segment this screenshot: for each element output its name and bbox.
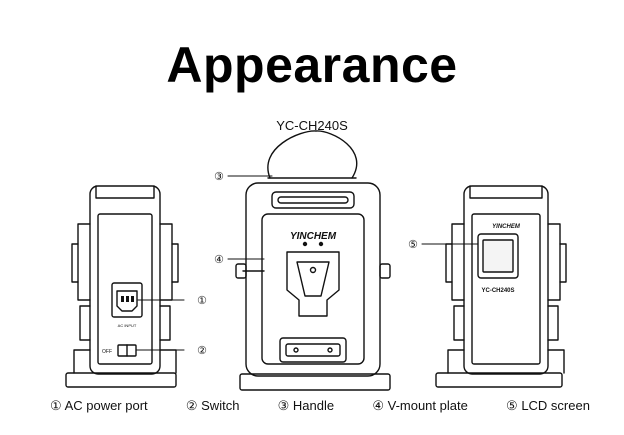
- page-title: Appearance: [166, 37, 458, 93]
- callout-lines: [135, 175, 479, 351]
- callout-3: ③: [214, 170, 224, 183]
- legend-item-ac-port: ① AC power port: [50, 398, 148, 413]
- callout-5: ⑤: [408, 238, 418, 251]
- callout-2: ②: [197, 344, 207, 357]
- legend-item-switch: ② Switch: [185, 398, 240, 413]
- screen-model-label: YC-CH240S: [481, 288, 514, 294]
- model-name: YC-CH240S: [276, 118, 348, 133]
- legend-item-lcd: ⑤ LCD screen: [506, 398, 590, 413]
- side-brand-label: YINCHEM: [492, 224, 521, 230]
- callout-1: ①: [197, 294, 207, 307]
- legend-item-v-mount: ④ V-mount plate: [372, 398, 468, 413]
- port-label: AC INPUT: [118, 323, 137, 328]
- legend-item-handle: ③ Handle: [277, 398, 335, 413]
- right-device-view: [435, 185, 567, 388]
- legend: ① AC power port ② Switch ③ Handle ④ V-mo…: [50, 398, 590, 414]
- left-device-view: [65, 185, 179, 388]
- front-device-view: [235, 130, 391, 391]
- switch-off-label: OFF: [102, 349, 112, 355]
- callout-4: ④: [214, 253, 224, 266]
- front-brand-label: YINCHEM: [290, 231, 337, 242]
